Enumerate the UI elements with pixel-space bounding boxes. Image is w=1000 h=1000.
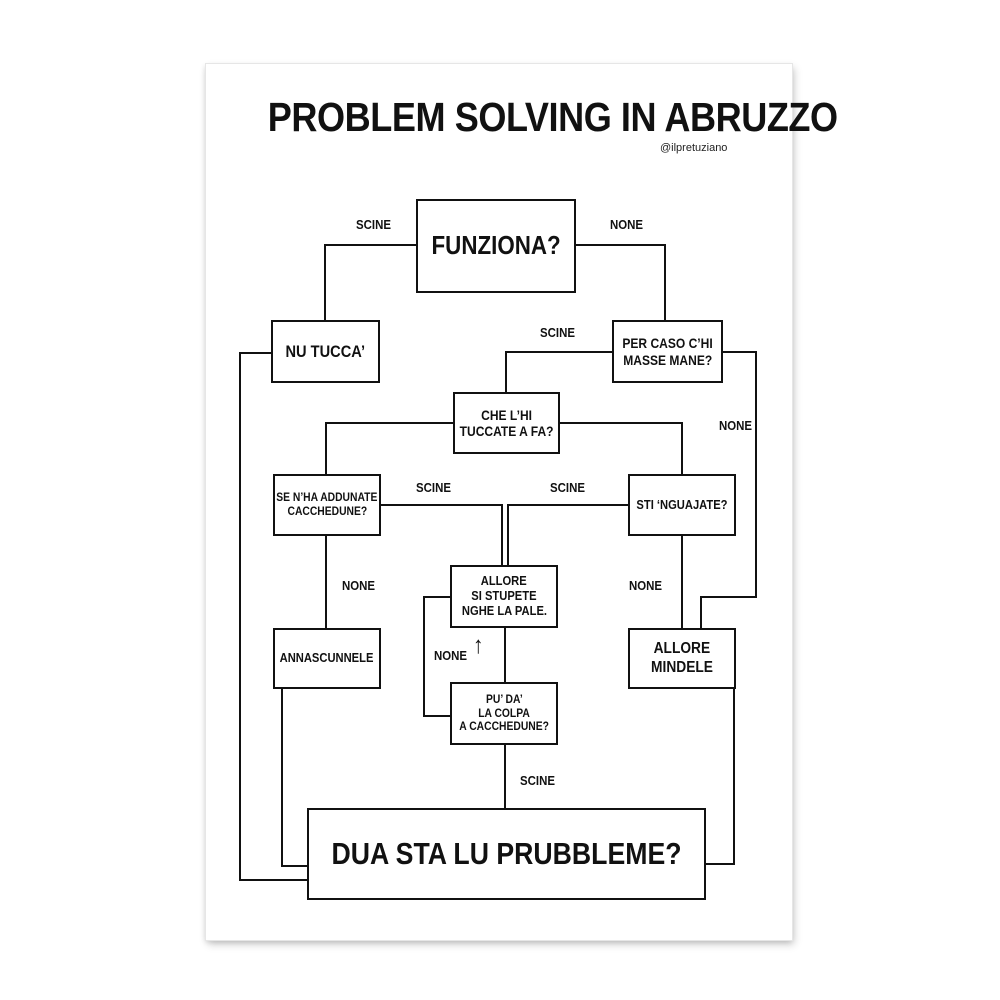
node-annascunnele: ANNASCUNNELE xyxy=(273,628,381,689)
connector-per-caso-allore-mindele xyxy=(700,351,757,628)
connector-annascunnele-dua-sta xyxy=(281,689,307,867)
node-funziona: FUNZIONA? xyxy=(416,199,576,293)
label-scine-top: SCINE xyxy=(356,217,391,232)
node-allore-si-line2: SI STUPETE xyxy=(471,588,537,604)
node-se-nha: SE N’HA ADDUNATE CACCHEDUNE? xyxy=(273,474,381,536)
connector-che-lhi-sti xyxy=(560,422,683,474)
node-allore-si-line3: NGHE LA PALE. xyxy=(461,602,547,618)
node-per-caso-line2: MASSE MANE? xyxy=(623,351,712,368)
label-none-top: NONE xyxy=(610,217,644,232)
node-sti-nguajate-text: STI ‘NGUAJATE? xyxy=(636,496,728,512)
label-scine-left: SCINE xyxy=(416,480,451,495)
label-none-right: NONE xyxy=(719,418,753,433)
connector-per-caso-che-lhi xyxy=(505,351,612,392)
node-per-caso-line1: PER CASO C’HI xyxy=(622,335,713,352)
node-se-nha-line2: CACCHEDUNE? xyxy=(287,504,367,518)
node-se-nha-line1: SE N’HA ADDUNATE xyxy=(276,490,378,505)
connector-se-nha-allore xyxy=(381,504,503,565)
node-che-lhi-line2: TUCCATE A FA? xyxy=(459,423,554,439)
node-dua-sta-lu-prubbleme: DUA STA LU PRUBBLEME? xyxy=(307,808,706,900)
node-allore-mindele-line1: ALLORE xyxy=(653,640,711,658)
node-allore-mindele-line2: MINDELE xyxy=(651,658,713,676)
node-sti-nguajate: STI ‘NGUAJATE? xyxy=(628,474,736,536)
label-none-pu-da: NONE xyxy=(434,648,468,663)
node-allore-si-stupete: ALLORE SI STUPETE NGHE LA PALE. xyxy=(450,565,558,628)
connector-sti-allore xyxy=(507,504,628,565)
node-pu-da-line2: LA COLPA xyxy=(478,705,530,720)
node-per-caso: PER CASO C’HI MASSE MANE? xyxy=(612,320,723,383)
node-allore-si-line1: ALLORE xyxy=(481,573,527,589)
connector-pu-da-loop xyxy=(423,596,450,717)
label-scine-bottom: SCINE xyxy=(520,773,555,788)
node-funziona-text: FUNZIONA? xyxy=(431,230,561,261)
node-allore-mindele: ALLORE MINDELE xyxy=(628,628,736,689)
node-pu-da: PU’ DA’ LA COLPA A CACCHEDUNE? xyxy=(450,682,558,745)
label-scine-right: SCINE xyxy=(550,480,585,495)
connector-funziona-nu-tucca xyxy=(324,244,416,320)
node-che-lhi: CHE L’HI TUCCATE A FA? xyxy=(453,392,560,454)
label-scine-per-caso: SCINE xyxy=(540,325,575,340)
node-pu-da-line3: A CACCHEDUNE? xyxy=(459,719,549,734)
label-none-sti: NONE xyxy=(629,578,663,593)
page-title: PROBLEM SOLVING IN ABRUZZO xyxy=(267,94,838,140)
connector-funziona-per-caso xyxy=(576,244,666,320)
connector-nu-tucca-dua-sta xyxy=(239,352,307,881)
label-none-se-nha: NONE xyxy=(342,578,376,593)
node-dua-sta-text: DUA STA LU PRUBBLEME? xyxy=(331,836,682,872)
connector-allore-mindele-dua-sta xyxy=(706,689,735,865)
node-che-lhi-line1: CHE L’HI xyxy=(481,406,532,423)
node-nu-tucca-text: NU TUCCA’ xyxy=(285,341,366,361)
node-annascunnele-text: ANNASCUNNELE xyxy=(280,650,374,666)
node-nu-tucca: NU TUCCA’ xyxy=(271,320,380,383)
author-credit: @ilpretuziano xyxy=(660,142,728,154)
node-pu-da-line1: PU’ DA’ xyxy=(485,691,523,706)
connector-che-lhi-se-nha xyxy=(325,422,453,474)
arrow-up-icon: ↑ xyxy=(473,632,484,659)
